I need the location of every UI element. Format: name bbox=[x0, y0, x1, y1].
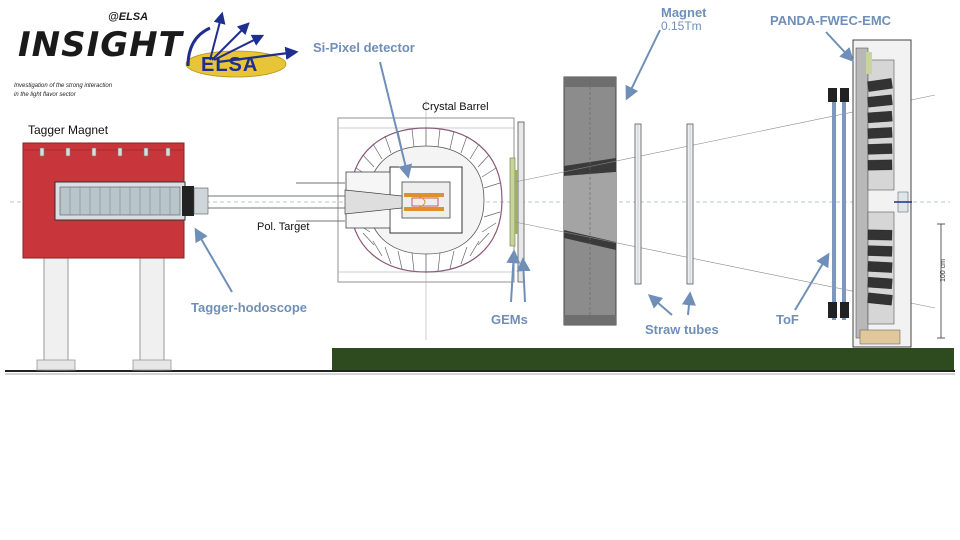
dipole-magnet bbox=[563, 76, 617, 326]
label-straw-tubes: Straw tubes bbox=[645, 322, 719, 337]
tagger-magnet bbox=[22, 142, 209, 371]
insight-subtitle-1: Investigation of the strong interaction bbox=[14, 83, 113, 89]
label-tof: ToF bbox=[776, 312, 799, 327]
callout-arrows bbox=[194, 29, 854, 316]
label-scale: 100 cm bbox=[940, 259, 947, 282]
label-panda-fwec-emc: PANDA-FWEC-EMC bbox=[770, 13, 892, 28]
crystal-barrel bbox=[337, 100, 515, 340]
label-pol-target: Pol. Target bbox=[257, 221, 310, 233]
panda-fwec-emc bbox=[852, 39, 912, 348]
insight-wordmark: INSIGHT bbox=[18, 25, 183, 65]
insight-at-elsa: @ELSA bbox=[108, 11, 149, 23]
straw-tubes bbox=[634, 123, 694, 285]
insight-subtitle-2: in the light flavor sector bbox=[14, 92, 76, 98]
elsa-logo-text: ELSA bbox=[201, 54, 259, 76]
label-gems: GEMs bbox=[491, 312, 528, 327]
ground-line bbox=[5, 370, 955, 375]
beam-pipe bbox=[208, 182, 345, 222]
label-crystal-barrel: Crystal Barrel bbox=[422, 101, 489, 113]
label-magnet-field: 0.15Tm bbox=[661, 19, 702, 33]
tof-walls bbox=[828, 88, 849, 320]
gem-planes bbox=[509, 121, 525, 283]
label-magnet: Magnet bbox=[661, 5, 707, 20]
floor-platform bbox=[332, 348, 954, 370]
label-tagger-magnet: Tagger Magnet bbox=[28, 123, 109, 137]
scale-bar bbox=[937, 223, 945, 339]
label-tagger-hodoscope: Tagger-hodoscope bbox=[191, 300, 308, 315]
label-si-pixel: Si-Pixel detector bbox=[313, 40, 415, 55]
elsa-logo bbox=[185, 11, 299, 78]
